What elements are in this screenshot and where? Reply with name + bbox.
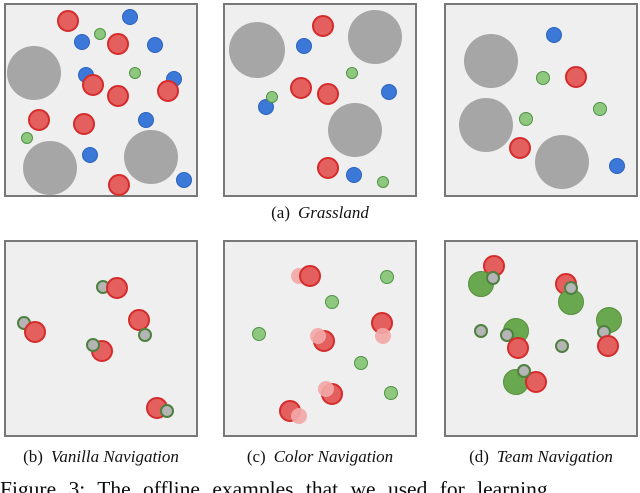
landmark-circle — [86, 338, 100, 352]
food-circle — [519, 112, 533, 126]
caption-d-env-name: Team Navigation — [496, 447, 613, 466]
blue-agent-circle — [176, 172, 192, 188]
obstacle-circle — [348, 10, 402, 64]
food-circle — [384, 386, 398, 400]
red-agent-circle — [107, 33, 129, 55]
ghost-agent-circle — [291, 408, 307, 424]
caption-a-index: (a) — [271, 203, 290, 222]
landmark-circle — [160, 404, 174, 418]
red-agent-circle — [509, 137, 531, 159]
red-agent-circle — [107, 85, 129, 107]
red-agent-circle — [312, 15, 334, 37]
red-agent-circle — [73, 113, 95, 135]
red-agent-circle — [57, 10, 79, 32]
red-agent-circle — [317, 157, 339, 179]
obstacle-circle — [124, 130, 178, 184]
red-agent-circle — [507, 337, 529, 359]
caption-d-index: (d) — [469, 447, 489, 466]
landmark-circle — [517, 364, 531, 378]
caption-c-index: (c) — [246, 447, 266, 466]
blue-agent-circle — [546, 27, 562, 43]
panel-vanilla-navigation — [4, 240, 198, 437]
obstacle-circle — [459, 98, 513, 152]
landmark-circle — [486, 271, 500, 285]
food-circle — [536, 71, 550, 85]
red-agent-circle — [24, 321, 46, 343]
caption-d: (d) Team Navigation — [444, 447, 638, 467]
caption-c: (c) Color Navigation — [223, 447, 417, 467]
food-circle — [325, 295, 339, 309]
red-agent-circle — [82, 74, 104, 96]
red-agent-circle — [290, 77, 312, 99]
landmark-circle — [564, 281, 578, 295]
figure-caption-clipped: Figure 3: The offline examples that we u… — [0, 477, 548, 493]
food-circle — [266, 91, 278, 103]
blue-agent-circle — [346, 167, 362, 183]
caption-b-index: (b) — [23, 447, 43, 466]
obstacle-circle — [7, 46, 61, 100]
red-agent-circle — [28, 109, 50, 131]
blue-agent-circle — [138, 112, 154, 128]
food-circle — [380, 270, 394, 284]
panel-team-navigation — [444, 240, 638, 437]
blue-agent-circle — [74, 34, 90, 50]
red-agent-circle — [299, 265, 321, 287]
obstacle-circle — [229, 22, 285, 78]
landmark-circle — [474, 324, 488, 338]
obstacle-circle — [23, 141, 77, 195]
red-agent-circle — [525, 371, 547, 393]
ghost-agent-circle — [318, 381, 334, 397]
food-circle — [94, 28, 106, 40]
red-agent-circle — [157, 80, 179, 102]
food-circle — [354, 356, 368, 370]
food-circle — [593, 102, 607, 116]
ghost-agent-circle — [375, 328, 391, 344]
ghost-agent-circle — [310, 328, 326, 344]
panel-grassland-3 — [444, 3, 638, 197]
blue-agent-circle — [82, 147, 98, 163]
blue-agent-circle — [147, 37, 163, 53]
red-agent-circle — [106, 277, 128, 299]
landmark-circle — [138, 328, 152, 342]
caption-b-env-name: Vanilla Navigation — [50, 447, 179, 466]
caption-b: (b) Vanilla Navigation — [4, 447, 198, 467]
food-circle — [346, 67, 358, 79]
food-circle — [252, 327, 266, 341]
blue-agent-circle — [296, 38, 312, 54]
blue-agent-circle — [381, 84, 397, 100]
blue-agent-circle — [609, 158, 625, 174]
obstacle-circle — [535, 135, 589, 189]
landmark-circle — [555, 339, 569, 353]
food-circle — [377, 176, 389, 188]
panel-color-navigation — [223, 240, 417, 437]
caption-a-env-name: Grassland — [298, 203, 369, 222]
obstacle-circle — [328, 103, 382, 157]
food-circle — [21, 132, 33, 144]
panel-grassland-2 — [223, 3, 417, 197]
red-agent-circle — [317, 83, 339, 105]
caption-c-env-name: Color Navigation — [273, 447, 394, 466]
red-agent-circle — [108, 174, 130, 196]
obstacle-circle — [464, 34, 518, 88]
food-circle — [129, 67, 141, 79]
caption-a: (a) Grassland — [0, 203, 640, 223]
panel-grassland-1 — [4, 3, 198, 197]
red-agent-circle — [597, 335, 619, 357]
red-agent-circle — [565, 66, 587, 88]
blue-agent-circle — [122, 9, 138, 25]
